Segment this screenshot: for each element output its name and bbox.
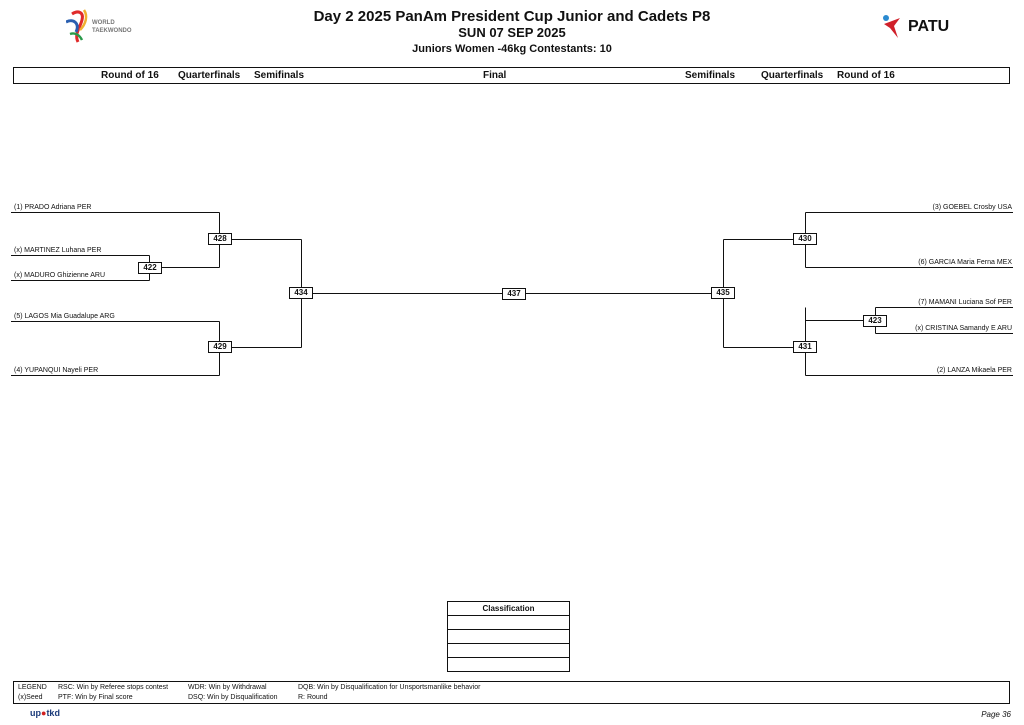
competitor-left-4: (5) LAGOS Mia Guadalupe ARG [14, 313, 115, 320]
match-box-429[interactable]: 429 [208, 341, 232, 353]
round-label-final: Final [483, 70, 507, 81]
competitor-right-3: (7) MAMANI Luciana Sof PER [918, 299, 1012, 306]
competitor-right-1: (3) GOEBEL Crosby USA [932, 204, 1013, 211]
wt-logo-text-1: WORLD [92, 20, 115, 26]
patu-logo: PATU [880, 14, 970, 42]
page-number: Page 36 [981, 710, 1011, 719]
classification-title: Classification [447, 601, 570, 616]
legend-box: LEGEND (x)Seed RSC: Win by Referee stops… [13, 681, 1010, 704]
legend-dqb: DQB: Win by Disqualification for Unsport… [298, 684, 481, 691]
competitor-left-2: (x) MARTINEZ Luhana PER [14, 247, 102, 254]
round-label-right-sf: Semifinals [685, 70, 736, 81]
legend-title: LEGEND [18, 684, 47, 691]
uptkd-logo: up●tkd [30, 708, 90, 722]
uptkd-logo-dot-icon: ● [41, 708, 47, 718]
match-box-435[interactable]: 435 [711, 287, 735, 299]
wt-logo-text-2: TAEKWONDO [92, 28, 132, 34]
legend-rsc: RSC: Win by Referee stops contest [58, 684, 169, 691]
rounds-header-bar: Round of 16 Quarterfinals Semifinals Fin… [13, 67, 1010, 84]
patu-emblem-icon [883, 15, 900, 38]
match-box-422[interactable]: 422 [138, 262, 162, 274]
patu-logo-text: PATU [908, 18, 950, 35]
round-label-left-sf: Semifinals [254, 70, 305, 81]
world-taekwondo-logo: WORLD TAEKWONDO [65, 8, 166, 44]
uptkd-logo-tkd: tkd [46, 708, 60, 718]
legend-r: R: Round [298, 694, 328, 701]
category-subtitle: Juniors Women -46kg Contestants: 10 [412, 43, 612, 55]
classification-row-3 [447, 643, 570, 658]
legend-dsq: DSQ: Win by Disqualification [188, 694, 278, 701]
match-box-434[interactable]: 434 [289, 287, 313, 299]
match-box-final-437[interactable]: 437 [502, 288, 526, 300]
legend-wdr: WDR: Win by Withdrawal [188, 684, 267, 691]
competitor-right-2: (6) GARCIA Maria Ferna MEX [918, 259, 1012, 266]
match-box-423[interactable]: 423 [863, 315, 887, 327]
competitor-left-3: (x) MADURO Ghizienne ARU [14, 272, 106, 279]
legend-ptf: PTF: Win by Final score [58, 694, 133, 701]
classification-row-4 [447, 657, 570, 672]
page-title: Day 2 2025 PanAm President Cup Junior an… [313, 8, 711, 25]
round-label-left-qf: Quarterfinals [178, 70, 241, 81]
world-taekwondo-emblem-icon [65, 9, 88, 43]
round-label-left-r16: Round of 16 [101, 70, 159, 81]
round-label-right-qf: Quarterfinals [761, 70, 824, 81]
competitor-right-5: (2) LANZA Mikaela PER [936, 367, 1012, 374]
uptkd-logo-up: up [30, 708, 41, 718]
legend-seed: (x)Seed [18, 694, 43, 701]
classification-table: Classification [447, 601, 570, 672]
competitor-left-5: (4) YUPANQUI Nayeli PER [14, 367, 99, 374]
competitor-left-1: (1) PRADO Adriana PER [14, 204, 92, 211]
classification-row-1 [447, 615, 570, 630]
competitor-right-4: (x) CRISTINA Samandy E ARU [915, 325, 1012, 332]
match-box-428[interactable]: 428 [208, 233, 232, 245]
event-date: SUN 07 SEP 2025 [458, 25, 566, 40]
match-box-430[interactable]: 430 [793, 233, 817, 245]
classification-row-2 [447, 629, 570, 644]
round-label-right-r16: Round of 16 [837, 70, 895, 81]
match-box-431[interactable]: 431 [793, 341, 817, 353]
